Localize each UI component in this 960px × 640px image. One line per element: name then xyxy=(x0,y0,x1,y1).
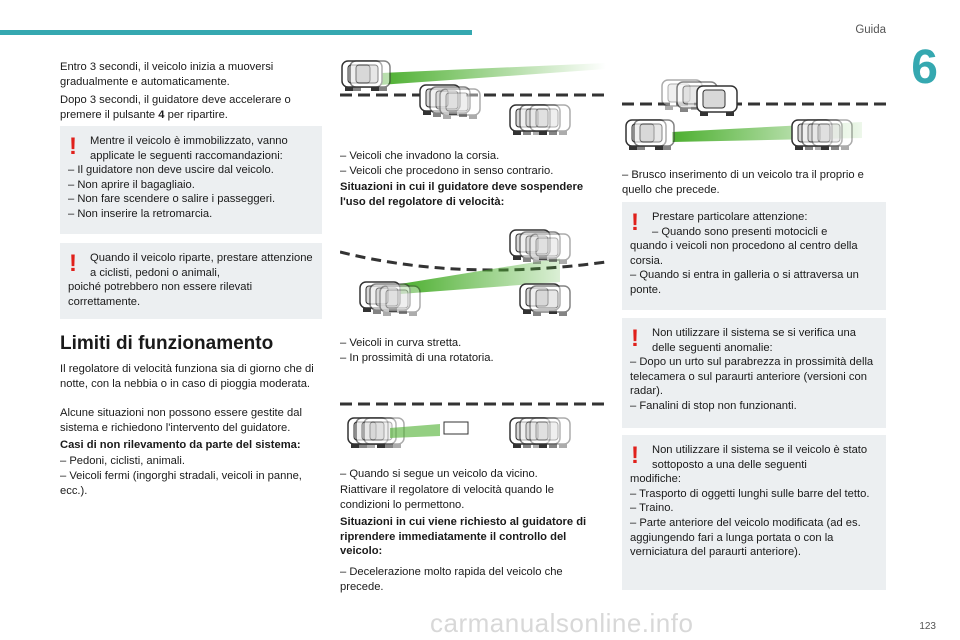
warning-lead: Non utilizzare il sistema se si verifica… xyxy=(652,327,856,354)
button-ref: 4 xyxy=(158,108,165,121)
warning-icon: ! xyxy=(69,250,77,277)
warning-lead: Mentre il veicolo è immobilizzato, vanno… xyxy=(90,135,288,162)
warning-item: – Non aprire il bagagliaio. xyxy=(68,178,195,191)
list-item: – Quando si segue un veicolo da vicino. xyxy=(340,468,538,480)
following-closely-illustration xyxy=(340,402,606,449)
warning-lead: Quando il veicolo riparte, prestare atte… xyxy=(90,252,313,279)
intro-text-2-a: Dopo 3 secondi, il guidatore deve accele… xyxy=(60,94,291,121)
section-title: Guida xyxy=(855,24,886,36)
warning-box-attention: ! Prestare particolare attenzione: – Qua… xyxy=(622,202,886,310)
list-item: – Veicoli in curva stretta. xyxy=(340,337,462,349)
warning-icon: ! xyxy=(631,325,639,352)
body-text: Riattivare il regolatore di velocità qua… xyxy=(340,484,554,511)
abrupt-cut-in-illustration xyxy=(622,79,886,151)
subheading-take-control: Situazioni in cui viene richiesto al gui… xyxy=(340,516,587,558)
warning-item: – Non fare scendere o salire i passegger… xyxy=(68,193,276,206)
warning-rest: modifiche: xyxy=(630,473,681,486)
list-item: – Pedoni, ciclisti, animali. xyxy=(60,455,185,467)
warning-lead: Non utilizzare il sistema se il veicolo … xyxy=(652,444,868,471)
warning-lead: Prestare particolare attenzione: xyxy=(652,211,808,223)
warning-rest: quando i veicoli non procedono al centro… xyxy=(630,240,858,267)
list-item: – Brusco inserimento di un veicolo tra i… xyxy=(622,169,864,196)
lane-intrusion-illustration xyxy=(340,60,606,136)
warning-box-modifications: ! Non utilizzare il sistema se il veicol… xyxy=(622,435,886,590)
subheading-suspend: Situazioni in cui il guidatore deve sosp… xyxy=(340,181,584,208)
tight-curve-illustration xyxy=(340,229,606,317)
warning-rest: – Fanalini di stop non funzionanti. xyxy=(630,399,797,412)
chapter-number: 6 xyxy=(911,41,938,94)
header-accent-bar xyxy=(0,30,472,35)
warning-rest: – Trasporto di oggetti lunghi sulle barr… xyxy=(630,487,870,500)
watermark: carmanualsonline.info xyxy=(430,608,694,638)
warning-item: – Non inserire la retromarcia. xyxy=(68,207,213,220)
subheading-non-detection: Casi di non rilevamento da parte del sis… xyxy=(60,439,301,451)
warning-item: – Il guidatore non deve uscire dal veico… xyxy=(68,164,274,177)
warning-rest: – Dopo un urto sul parabrezza in prossim… xyxy=(630,356,874,398)
warning-icon: ! xyxy=(631,209,639,236)
list-item: – Veicoli che invadono la corsia. xyxy=(340,150,500,162)
warning-box-immobilized: ! Mentre il veicolo è immobilizzato, van… xyxy=(60,126,322,234)
body-text-1: Il regolatore di velocità funziona sia d… xyxy=(60,363,314,390)
section-heading: Limiti di funzionamento xyxy=(60,333,274,354)
warning-box-restart: ! Quando il veicolo riparte, prestare at… xyxy=(60,243,322,319)
warning-box-anomalies: ! Non utilizzare il sistema se si verifi… xyxy=(622,318,886,428)
warning-rest: – Traino. xyxy=(630,502,674,515)
list-item: – Decelerazione molto rapida del veicolo… xyxy=(340,566,563,593)
intro-text-2-b: per ripartire. xyxy=(164,108,228,121)
warning-lead-item: – Quando sono presenti motocicli e xyxy=(652,225,828,238)
warning-rest: – Parte anteriore del veicolo modificata… xyxy=(630,516,861,559)
warning-rest: – Quando si entra in galleria o si attra… xyxy=(630,269,859,296)
intro-text-1: Entro 3 secondi, il veicolo inizia a muo… xyxy=(60,61,274,88)
intro-text-2: Dopo 3 secondi, il guidatore deve accele… xyxy=(60,93,324,122)
warning-icon: ! xyxy=(69,133,77,160)
warning-rest: poiché potrebbero non essere rilevati co… xyxy=(68,281,253,308)
body-text-2: Alcune situazioni non possono essere ges… xyxy=(60,407,302,434)
list-item: – Veicoli fermi (ingorghi stradali, veic… xyxy=(60,470,302,497)
page-number: 123 xyxy=(919,621,936,632)
list-item: – Veicoli che procedono in senso contrar… xyxy=(340,165,554,177)
list-item: – In prossimità di una rotatoria. xyxy=(340,352,494,364)
warning-icon: ! xyxy=(631,442,639,469)
